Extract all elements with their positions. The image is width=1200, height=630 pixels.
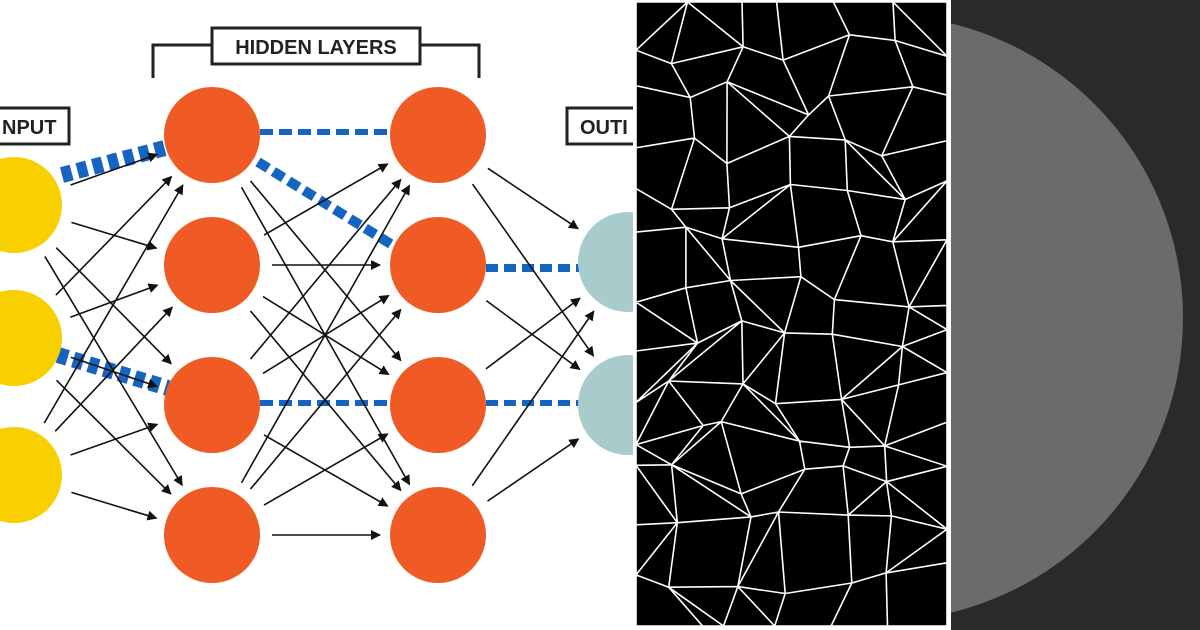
connection-arrow — [263, 163, 389, 236]
connection-arrow — [471, 310, 595, 487]
connection-arrow — [70, 422, 159, 456]
hidden-layers-label: HIDDEN LAYERS — [235, 37, 397, 59]
connection-arrow — [71, 491, 158, 521]
connection-arrow — [70, 283, 159, 318]
voronoi-cell-edges — [636, 2, 947, 626]
input-node — [0, 427, 62, 523]
input-label: NPUT — [2, 117, 56, 139]
voronoi-panel — [636, 2, 947, 626]
connection-arrow — [240, 184, 411, 484]
connection-arrow — [249, 180, 402, 362]
connection-arrow — [70, 356, 159, 389]
output-label: OUTI — [580, 117, 628, 139]
connection-arrow — [262, 295, 390, 376]
connection-arrow — [263, 434, 389, 507]
neural-network-diagram: HIDDEN LAYERS NPUT OUTI — [0, 0, 633, 630]
output-node — [578, 212, 633, 312]
connection-arrow — [487, 438, 580, 502]
connection-arrow — [485, 299, 581, 371]
connection-arrow — [485, 297, 581, 370]
connection-arrow — [43, 184, 184, 424]
connection-arrow — [487, 167, 579, 230]
hidden-2-node — [390, 487, 486, 583]
voronoi-edges — [636, 2, 947, 626]
input-label-box — [0, 106, 71, 146]
input-node — [0, 290, 62, 386]
connection-arrow — [263, 433, 389, 506]
highlight-connection — [255, 157, 397, 251]
grey-disc — [951, 23, 1183, 613]
hidden-1-node — [164, 357, 260, 453]
connection-arrow — [55, 247, 172, 365]
connection-arrows — [43, 152, 595, 540]
connection-arrow — [55, 379, 172, 495]
output-label-box — [565, 106, 633, 146]
highlight-connection — [59, 140, 168, 183]
disc-panel — [951, 0, 1200, 630]
hidden-layers-label-box — [210, 26, 422, 66]
connection-arrow — [54, 306, 173, 432]
connection-arrow — [249, 310, 402, 492]
connection-arrow — [249, 178, 402, 360]
output-node — [578, 355, 633, 455]
hidden-layers-bracket — [151, 43, 481, 78]
hidden-2-node — [390, 357, 486, 453]
diagram-background — [0, 0, 633, 630]
network-nodes — [0, 87, 633, 583]
hidden-2-node — [390, 217, 486, 313]
hidden-1-node — [164, 487, 260, 583]
connection-arrow — [55, 175, 173, 296]
input-node — [0, 157, 62, 253]
hidden-1-node — [164, 217, 260, 313]
hidden-2-node — [390, 87, 486, 183]
connection-arrow — [249, 308, 402, 490]
connection-arrow — [70, 152, 159, 186]
connection-arrow — [471, 183, 595, 357]
hidden-1-node — [164, 87, 260, 183]
